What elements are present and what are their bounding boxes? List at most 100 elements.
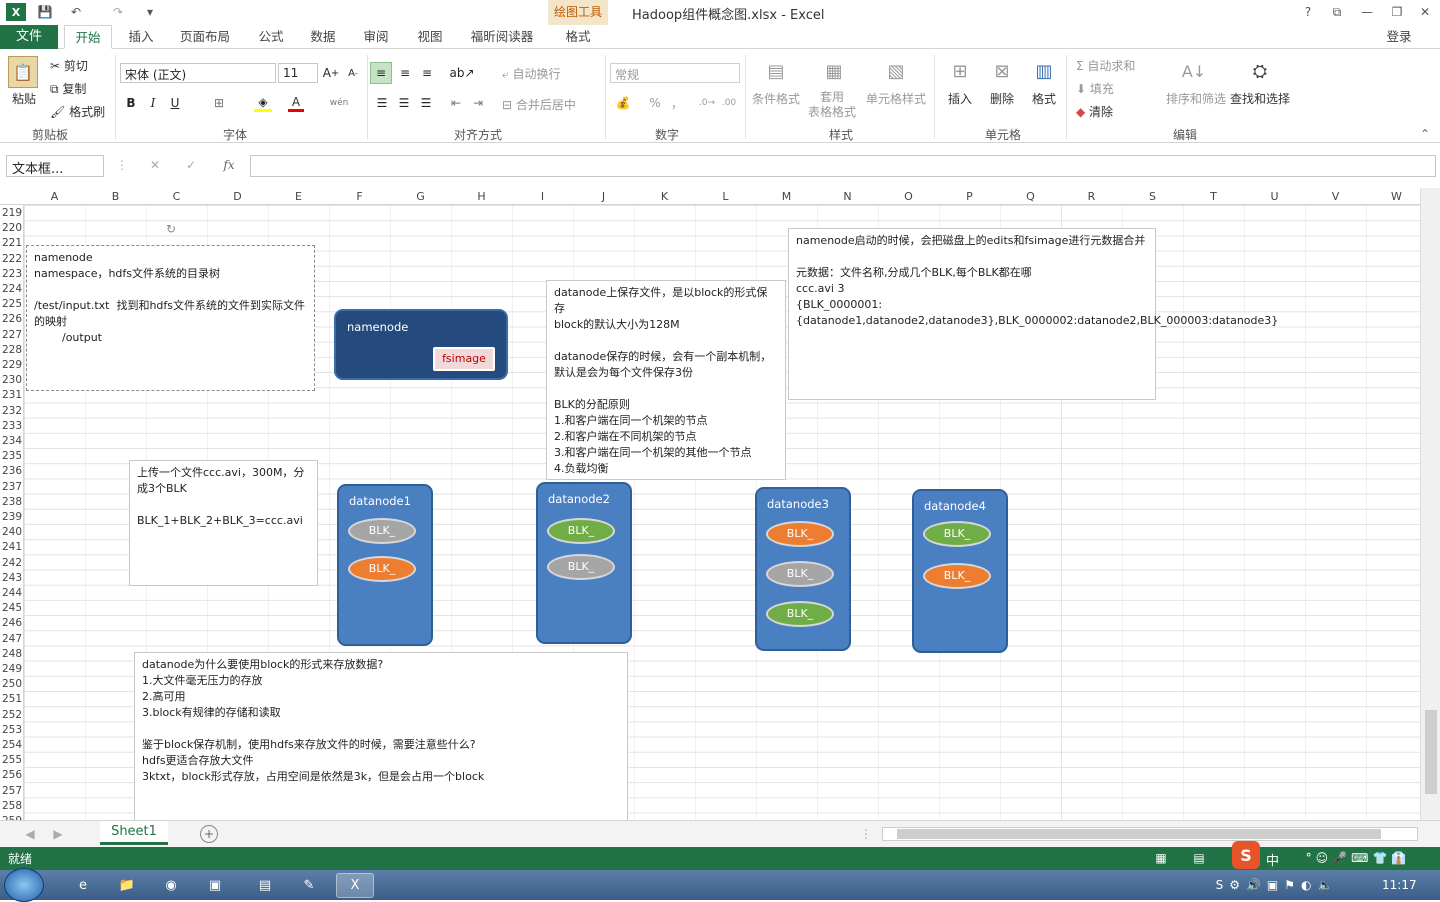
tab-foxit[interactable]: 福昕阅读器	[470, 29, 534, 44]
orientation-icon[interactable]: ab↗	[449, 66, 475, 80]
row-header[interactable]: 234	[1, 435, 22, 447]
namenode-box[interactable]: namenode fsimage	[334, 309, 508, 380]
row-header[interactable]: 240	[1, 526, 22, 539]
fill-color-icon[interactable]: ◈	[254, 94, 272, 112]
row-header[interactable]: 227	[1, 328, 22, 341]
find-select-button[interactable]: 查找和选择	[1230, 92, 1291, 106]
calculator-icon[interactable]: ▤	[258, 878, 272, 893]
row-header[interactable]: 226	[1, 313, 22, 326]
cancel-formula-button[interactable]: ✕	[149, 158, 161, 172]
restore-button[interactable]: ❐	[1391, 5, 1403, 19]
vertical-scroll-thumb[interactable]	[1425, 710, 1437, 794]
autosum-button[interactable]: Σ 自动求和	[1076, 59, 1136, 73]
row-header[interactable]: 253	[1, 723, 22, 736]
column-header[interactable]: J	[601, 190, 606, 203]
tab-format[interactable]: 格式	[565, 29, 591, 44]
column-header[interactable]: L	[722, 190, 729, 203]
page-layout-view-icon[interactable]: ▤	[1193, 851, 1205, 865]
row-header[interactable]: 228	[1, 343, 22, 356]
insert-cells-button[interactable]: 插入	[948, 92, 973, 106]
row-header[interactable]: 252	[1, 708, 22, 721]
row-header[interactable]: 241	[1, 541, 22, 554]
block-ellipse[interactable]: BLK_	[348, 518, 416, 544]
notepad-icon[interactable]: ✎	[303, 878, 315, 893]
row-header[interactable]: 232	[1, 404, 22, 417]
phonetic-icon[interactable]: wén	[329, 98, 349, 108]
collapse-ribbon-icon[interactable]: ⌃	[1419, 127, 1431, 141]
row-header[interactable]: 245	[1, 602, 22, 615]
sort-filter-button[interactable]: 排序和筛选	[1166, 92, 1227, 106]
row-header[interactable]: 254	[1, 739, 22, 751]
horizontal-scroll-thumb[interactable]	[897, 829, 1381, 839]
conditional-format-icon[interactable]: ▤	[767, 60, 785, 82]
row-header[interactable]: 219	[1, 207, 22, 219]
column-header[interactable]: A	[50, 190, 59, 203]
font-name-select[interactable]: 宋体 (正文)	[120, 63, 276, 83]
row-header[interactable]: 251	[1, 693, 22, 706]
horizontal-scrollbar[interactable]	[882, 827, 1418, 841]
tab-page-layout[interactable]: 页面布局	[179, 29, 230, 44]
row-header[interactable]: 233	[1, 419, 22, 432]
why-block-textbox[interactable]: datanode为什么要使用block的形式来存放数据? 1.大文件毫无压力的存…	[134, 652, 628, 822]
block-ellipse[interactable]: BLK_	[923, 521, 991, 547]
firefox-icon[interactable]: ◉	[165, 878, 177, 893]
cell-styles-button[interactable]: 单元格样式	[866, 92, 927, 106]
conditional-format-button[interactable]: 条件格式	[752, 92, 801, 106]
clear-button[interactable]: ◆ 清除	[1076, 105, 1114, 119]
block-ellipse[interactable]: BLK_	[547, 554, 615, 580]
column-header[interactable]: G	[416, 190, 425, 203]
tab-review[interactable]: 审阅	[363, 29, 389, 44]
signin-link[interactable]: 登录	[1386, 29, 1412, 44]
align-left-icon[interactable]: ☰	[376, 96, 388, 110]
scroll-right-icon[interactable]: ▶	[53, 827, 63, 841]
increase-decimal-icon[interactable]: .0→	[698, 98, 716, 108]
column-header[interactable]: C	[172, 190, 181, 203]
column-header[interactable]: N	[843, 190, 852, 203]
tab-formulas[interactable]: 公式	[258, 29, 284, 44]
row-header[interactable]: 220	[1, 222, 22, 235]
row-header[interactable]: 224	[1, 283, 22, 295]
redo-icon[interactable]: ↷	[112, 5, 124, 19]
row-header[interactable]: 239	[1, 511, 22, 523]
namenode-startup-textbox[interactable]: namenode启动的时候，会把磁盘上的edits和fsimage进行元数据合并…	[788, 228, 1278, 400]
row-header[interactable]: 231	[1, 389, 22, 402]
rotate-handle-icon[interactable]: ↻	[165, 222, 177, 236]
sheet-tab-sheet1[interactable]: Sheet1	[100, 821, 168, 845]
increase-indent-icon[interactable]: ⇥	[472, 96, 484, 110]
row-header[interactable]: 257	[1, 784, 22, 797]
row-header[interactable]: 236	[1, 465, 22, 478]
block-ellipse[interactable]: BLK_	[766, 561, 834, 587]
column-header[interactable]: E	[295, 190, 302, 203]
increase-font-icon[interactable]: A+	[322, 66, 340, 80]
row-header[interactable]: 256	[1, 769, 22, 782]
tab-file[interactable]: 文件	[0, 25, 58, 49]
fsimage-box[interactable]: fsimage	[433, 347, 495, 371]
row-header[interactable]: 246	[1, 617, 22, 630]
tab-insert[interactable]: 插入	[128, 29, 154, 44]
tray-icons[interactable]: S⚙🔊▣⚑◐🔈	[1215, 878, 1339, 892]
formula-input[interactable]	[250, 155, 1436, 177]
binoculars-icon[interactable]: ⛭	[1252, 60, 1268, 82]
fill-button[interactable]: ⬇ 填充	[1076, 82, 1114, 96]
add-sheet-button[interactable]: +	[200, 825, 218, 843]
underline-button[interactable]: U	[170, 96, 180, 110]
column-header[interactable]: D	[233, 190, 242, 203]
vertical-scrollbar[interactable]	[1420, 188, 1440, 820]
block-ellipse[interactable]: BLK_	[766, 601, 834, 627]
customize-qat-icon[interactable]: ▾	[146, 5, 154, 19]
align-middle-icon[interactable]: ≡	[399, 66, 411, 80]
insert-cells-icon[interactable]: ⊞	[952, 60, 968, 82]
italic-button[interactable]: I	[150, 96, 156, 110]
column-header[interactable]: I	[540, 190, 545, 203]
decrease-indent-icon[interactable]: ⇤	[450, 96, 462, 110]
scroll-left-icon[interactable]: ◀	[25, 827, 35, 841]
save-icon[interactable]: 💾	[37, 5, 53, 19]
copy-button[interactable]: ⧉ 复制	[50, 82, 87, 96]
table-format-button[interactable]: 套用 表格格式	[808, 90, 857, 119]
row-header[interactable]: 255	[1, 754, 22, 767]
column-header[interactable]: O	[904, 190, 913, 203]
column-header[interactable]: B	[111, 190, 120, 203]
column-header[interactable]: F	[356, 190, 363, 203]
row-header[interactable]: 244	[1, 587, 22, 599]
